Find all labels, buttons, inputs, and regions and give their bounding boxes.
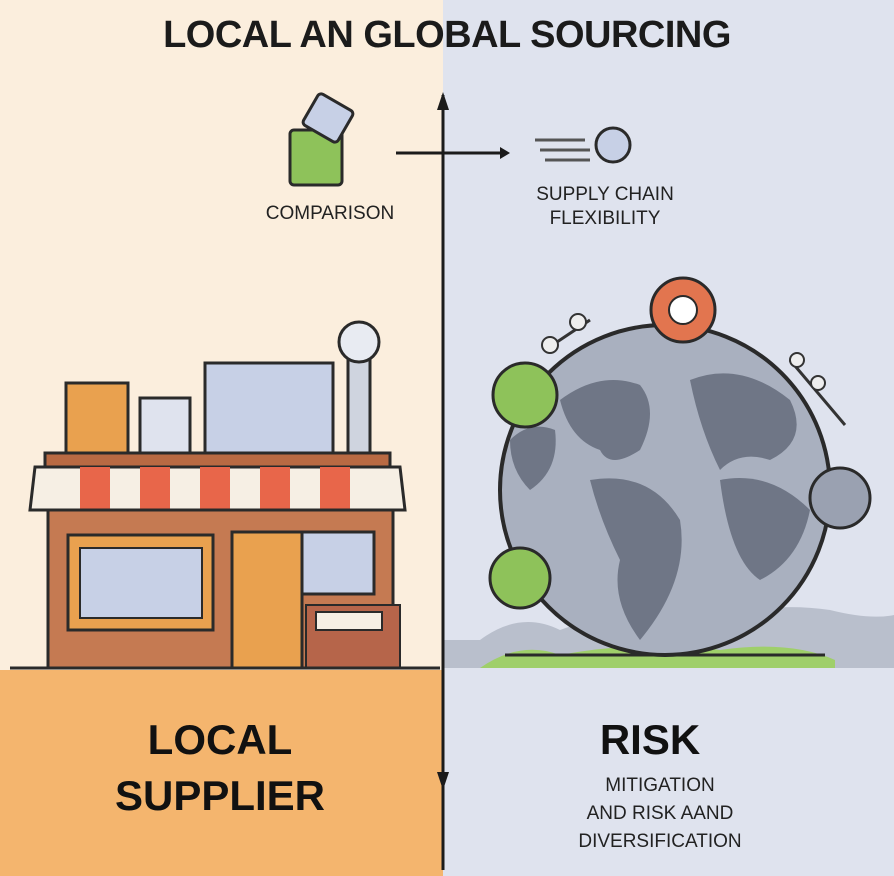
- local-heading-line-2: SUPPLIER: [114, 772, 326, 819]
- risk-sub-line-2: AND RISK AAND: [586, 803, 734, 824]
- local-heading-line-1: LOCAL: [147, 716, 293, 763]
- grass: [480, 646, 835, 668]
- flexibility-label: SUPPLY CHAIN FLEXIBILITY: [470, 183, 740, 231]
- risk-badge-icon: [491, 313, 591, 429]
- flexibility-line-2: FLEXIBILITY: [549, 208, 661, 229]
- arrow-right-icon: [396, 147, 510, 159]
- vertical-axis-arrow-icon: [437, 92, 449, 870]
- risk-heading: RISK: [599, 716, 701, 763]
- speed-coin-icon: [535, 126, 632, 164]
- page-title: LOCAL AN GLOBAL SOURCING: [163, 14, 731, 56]
- risk-sub-line-1: MITIGATION: [605, 775, 715, 796]
- flexibility-line-1: SUPPLY CHAIN: [536, 184, 674, 205]
- local-supplier-heading: LOCAL SUPPLIER: [40, 712, 400, 824]
- currency-badge-icon: [788, 352, 872, 530]
- warning-badge-icon: [649, 276, 717, 344]
- shield-badge-icon: [488, 546, 552, 610]
- risk-sub-line-3: DIVERSIFICATION: [578, 831, 742, 852]
- comparison-label: COMPARISON: [265, 203, 395, 224]
- risk-subtitle: MITIGATION AND RISK AAND DIVERSIFICATION: [520, 772, 800, 856]
- document-stack-icon: [288, 92, 355, 187]
- store-icon: [10, 320, 440, 670]
- local-panel-footer: [0, 670, 443, 876]
